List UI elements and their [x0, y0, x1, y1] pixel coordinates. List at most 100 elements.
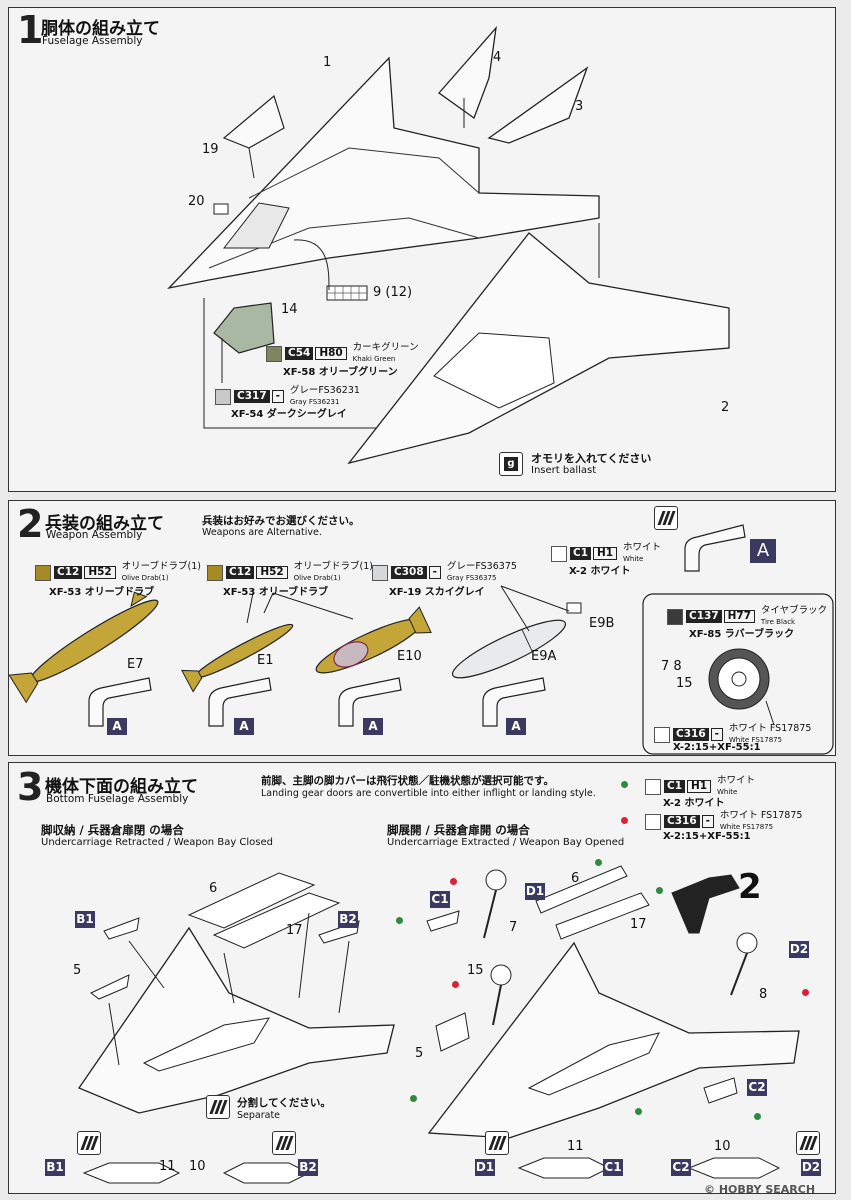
green-dot-icon	[595, 859, 602, 866]
pylon-badge: A	[234, 718, 254, 735]
color-swatch	[35, 564, 51, 581]
part-badge: B1	[75, 911, 95, 928]
step1-panel: 1 胴体の組み立て Fuselage Assembly 1 2 3 4 9 (1…	[8, 7, 836, 492]
pylon-badge: A	[750, 539, 776, 563]
ballast-jp: オモリを入れてください	[531, 452, 652, 465]
step-number: 1	[17, 8, 44, 52]
ballast-en: Insert ballast	[531, 465, 597, 476]
part-label: E7	[127, 657, 144, 672]
step-title-jp: 胴体の組み立て	[41, 19, 160, 39]
opened-title-en: Undercarriage Extracted / Weapon Bay Ope…	[387, 837, 625, 848]
part-label: 4	[493, 50, 502, 65]
separate-icon	[272, 1131, 296, 1155]
weapon-diagram	[9, 524, 834, 755]
opened-title-jp: 脚展開 / 兵器倉扉開 の場合	[387, 823, 530, 837]
part-label: 19	[202, 142, 219, 157]
part-label: 17	[630, 917, 647, 932]
part-label: 11	[567, 1139, 584, 1154]
separate-icon	[485, 1131, 509, 1155]
part-label: 8	[759, 987, 768, 1002]
green-dot-icon	[754, 1113, 761, 1120]
part-badge: B2	[298, 1159, 318, 1176]
part-label: E9B	[589, 616, 615, 631]
paint-xf-code: XF-54 ダークシーグレイ	[231, 409, 347, 420]
red-dot-icon	[450, 878, 457, 885]
part-badge: C1	[603, 1159, 623, 1176]
part-badge: D1	[475, 1159, 495, 1176]
weapon-note-jp: 兵装はお好みでお選びください。	[202, 515, 360, 527]
color-swatch	[667, 608, 683, 625]
part-label: 9 (12)	[373, 285, 413, 300]
color-swatch	[645, 778, 661, 795]
red-dot-icon	[452, 981, 459, 988]
paint-xf-code: XF-85 ラバーブラック	[689, 629, 795, 640]
closed-title-jp: 脚収納 / 兵器倉扉閉 の場合	[41, 823, 184, 837]
color-swatch	[645, 813, 661, 830]
ballast-icon: g	[499, 452, 523, 476]
closed-title-en: Undercarriage Retracted / Weapon Bay Clo…	[41, 837, 274, 848]
part-label: 7	[509, 920, 518, 935]
wheel-parts-a: 7 8	[661, 659, 682, 674]
separate-en: Separate	[237, 1110, 281, 1121]
red-dot-icon	[802, 989, 809, 996]
color-swatch	[654, 726, 670, 743]
part-label: 2	[721, 400, 730, 415]
wheel-parts-b: 15	[676, 676, 693, 691]
gear-note-en: Landing gear doors are convertible into …	[261, 788, 596, 799]
pylon-badge: A	[107, 718, 127, 735]
part-badge: B2	[338, 911, 358, 928]
part-badge: C2	[671, 1159, 691, 1176]
step3-panel: 3 機体下面の組み立て Bottom Fuselage Assembly 前脚、…	[8, 762, 836, 1194]
red-dot-icon	[621, 817, 628, 824]
paint-xf-code: XF-53 オリーブドラブ	[49, 587, 155, 598]
part-label: 11	[159, 1159, 176, 1174]
step-number: 2	[17, 502, 44, 546]
part-badge: D2	[801, 1159, 821, 1176]
separate-icon	[796, 1131, 820, 1155]
paint-xf-code: XF-58 オリーブグリーン	[283, 367, 398, 378]
part-badge: D2	[789, 941, 809, 958]
paint-xf-code: X-2:15+XF-55:1	[673, 742, 761, 753]
green-dot-icon	[396, 917, 403, 924]
separate-jp: 分割してください。	[237, 1097, 331, 1109]
part-label: E1	[257, 653, 274, 668]
paint-xf-code: X-2:15+XF-55:1	[663, 831, 751, 842]
part-badge: C1	[430, 891, 450, 908]
part-label: 1	[323, 55, 332, 70]
part-label-large: 2	[738, 867, 762, 907]
part-label: 10	[714, 1139, 731, 1154]
part-label: 5	[73, 963, 82, 978]
paint-xf-code: X-2 ホワイト	[569, 566, 631, 577]
color-swatch	[207, 564, 223, 581]
step-number: 3	[17, 765, 44, 809]
part-label: 3	[575, 99, 584, 114]
part-badge: D1	[525, 883, 545, 900]
pylon-badge: A	[506, 718, 526, 735]
green-dot-icon	[656, 887, 663, 894]
color-swatch	[372, 564, 388, 581]
color-swatch	[266, 345, 282, 362]
part-label: 6	[571, 871, 580, 886]
color-swatch	[551, 545, 567, 562]
step2-panel: 2 兵装の組み立て Weapon Assembly 兵装はお好みでお選びください…	[8, 500, 836, 756]
part-label: 15	[467, 963, 484, 978]
bottom-fuselage-diagram	[78, 865, 800, 1184]
step-title-en: Fuselage Assembly	[42, 35, 143, 47]
part-label: 20	[188, 194, 205, 209]
part-label: 14	[281, 302, 298, 317]
paint-xf-code: XF-53 オリーブドラブ	[223, 587, 329, 598]
part-label: 5	[415, 1046, 424, 1061]
green-dot-icon	[410, 1095, 417, 1102]
separate-icon	[77, 1131, 101, 1155]
fuselage-diagram	[167, 25, 730, 465]
part-label: 6	[209, 881, 218, 896]
part-badge: C2	[747, 1079, 767, 1096]
